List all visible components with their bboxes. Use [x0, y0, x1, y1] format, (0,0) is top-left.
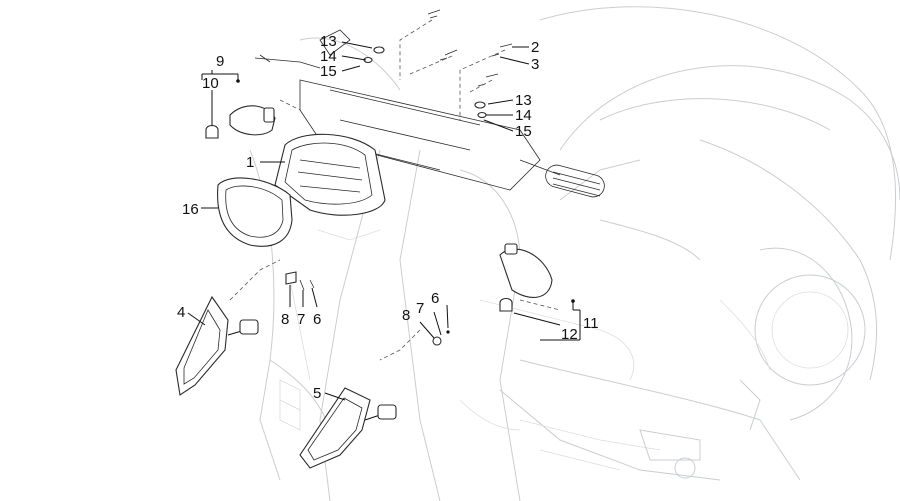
left-lens [175, 295, 259, 396]
cluster-bezel [217, 177, 293, 247]
assembly-lines [229, 19, 561, 361]
callout-4: 4 [177, 304, 185, 321]
callout-15: 15 [320, 63, 337, 80]
callout-8: 8 [281, 311, 289, 328]
callout-1: 1 [246, 154, 254, 171]
callout-3: 3 [531, 56, 539, 73]
callout-14-right: 14 [515, 107, 532, 124]
callout-9: 9 [216, 53, 224, 70]
instrument-cluster [274, 133, 386, 216]
callout-11: 11 [583, 315, 599, 332]
callout-5: 5 [313, 385, 321, 402]
callout-7-right: 7 [416, 300, 424, 317]
callout-10: 10 [202, 75, 219, 92]
callout-15-right: 15 [515, 123, 532, 140]
callout-6-right: 6 [431, 290, 439, 307]
callout-14: 14 [320, 48, 337, 65]
callout-16: 16 [182, 201, 199, 218]
callout-labels: 1 2 3 4 5 6 6 7 7 8 8 9 10 11 12 13 13 1… [177, 33, 599, 402]
right-lens [299, 387, 397, 469]
right-turn-signal [499, 243, 553, 312]
callout-13: 13 [320, 33, 337, 50]
leader-lines [187, 41, 581, 401]
callout-6: 6 [313, 311, 321, 328]
left-turn-signal [205, 105, 276, 139]
callout-8-right: 8 [402, 307, 410, 324]
callout-7: 7 [297, 311, 305, 328]
fasteners [285, 9, 513, 346]
callout-13-right: 13 [515, 92, 532, 109]
callout-12: 12 [561, 326, 578, 343]
callout-2: 2 [531, 39, 539, 56]
